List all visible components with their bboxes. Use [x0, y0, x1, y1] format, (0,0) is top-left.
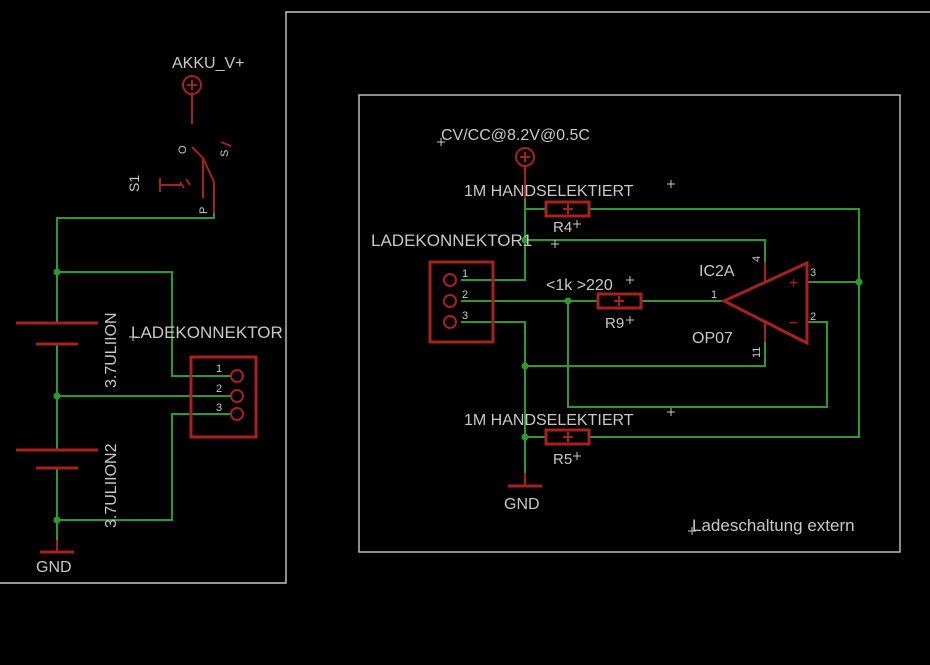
gnd-left-symbol[interactable]: [40, 540, 74, 554]
opamp-value-label: OP07: [692, 330, 733, 347]
origin-cross-ladekonnektor: [129, 333, 137, 341]
opamp-pin-1: 1: [711, 289, 717, 301]
opamp-pin-4: 4: [751, 256, 763, 262]
junction-v-minus: [521, 362, 529, 370]
ladekonnektor-label: LADEKONNEKTOR: [131, 323, 283, 342]
ladekonnektor-pin-1: 1: [216, 363, 222, 375]
battery-2-symbol[interactable]: [16, 448, 98, 470]
junction-r5: [521, 433, 529, 441]
wire-cvcc-to-connector: [461, 199, 526, 281]
ladekonnektor-pin-2: 2: [216, 383, 222, 395]
wire-feedback-loop: [567, 300, 828, 408]
resistor-r4[interactable]: [544, 200, 591, 218]
r4-value-label: 1M HANDSELEKTIERT: [464, 183, 634, 200]
wire-top-to-pin1: [56, 271, 231, 377]
wire-bottom-to-pin3: [56, 413, 231, 521]
switch-pin-o: O: [177, 145, 189, 154]
ladekonnektor1-label: LADEKONNEKTOR1: [371, 231, 532, 250]
switch-pin-s: S: [219, 150, 231, 157]
opamp-pin-11: 11: [751, 347, 763, 358]
ladekonnektor1-connector[interactable]: [428, 260, 495, 344]
wire-opamp-out: [588, 281, 860, 438]
r5-name-label: R5: [553, 451, 572, 468]
battery-1-label: 3.7ULIION: [103, 312, 120, 388]
origin-cross-r4: [573, 180, 675, 228]
cvcc-supply-label: CV/CC@8.2V@0.5C: [441, 127, 590, 144]
junction-top-left: [53, 268, 61, 276]
ladekonnektor1-pin-3: 3: [462, 310, 468, 322]
battery-1-symbol[interactable]: [16, 321, 98, 346]
junction-r9-node: [564, 297, 572, 305]
opamp-plus-input: +: [789, 275, 798, 292]
resistor-r5[interactable]: [544, 428, 591, 446]
switch-s1-label: S1: [126, 175, 142, 192]
switch-s1-symbol[interactable]: [159, 141, 232, 214]
ladekonnektor-pin-3: 3: [216, 402, 222, 414]
gnd-right-label: GND: [504, 496, 540, 513]
origin-cross-title: [688, 527, 696, 535]
opamp-name-label: IC2A: [699, 263, 735, 280]
frame-title-label: Ladeschaltung extern: [692, 516, 855, 535]
opamp-pin-2: 2: [810, 311, 816, 323]
junction-bottom-left: [53, 516, 61, 524]
cvcc-supply-symbol[interactable]: [515, 147, 535, 200]
opamp-minus-input: −: [789, 315, 798, 332]
ladeschaltung-frame: [358, 94, 901, 553]
r9-value-label: <1k >220: [546, 277, 613, 294]
resistor-r9[interactable]: [596, 292, 643, 310]
junction-v-plus: [521, 236, 529, 244]
r5-value-label: 1M HANDSELEKTIERT: [464, 412, 634, 429]
akku-supply-label: AKKU_V+: [172, 55, 244, 72]
ladekonnektor-connector[interactable]: [189, 355, 258, 439]
akku-supply-symbol[interactable]: [182, 75, 202, 124]
origin-cross-r9: [626, 276, 634, 324]
opamp-pin-3: 3: [810, 267, 816, 279]
origin-cross-cvcc: [437, 138, 445, 146]
ladekonnektor1-pin-2: 2: [462, 289, 468, 301]
gnd-right-symbol[interactable]: [508, 473, 542, 488]
opamp-ic2a[interactable]: [720, 260, 809, 346]
junction-output: [855, 278, 863, 286]
r4-name-label: R4: [553, 219, 572, 236]
wire-pin3-down: [461, 321, 526, 474]
wire-r4-right: [588, 208, 860, 283]
left-sheet-frame: [0, 11, 930, 584]
battery-2-label: 3.7ULIION2: [103, 443, 120, 528]
wire-switch-to-top: [56, 213, 215, 273]
origin-cross-r5: [573, 408, 675, 460]
ladekonnektor1-pin-1: 1: [462, 268, 468, 280]
junction-mid-left: [53, 392, 61, 400]
gnd-left-label: GND: [36, 559, 72, 576]
switch-pin-p: P: [198, 207, 210, 214]
origin-cross-connector1: [551, 240, 559, 248]
r9-name-label: R9: [605, 315, 624, 332]
